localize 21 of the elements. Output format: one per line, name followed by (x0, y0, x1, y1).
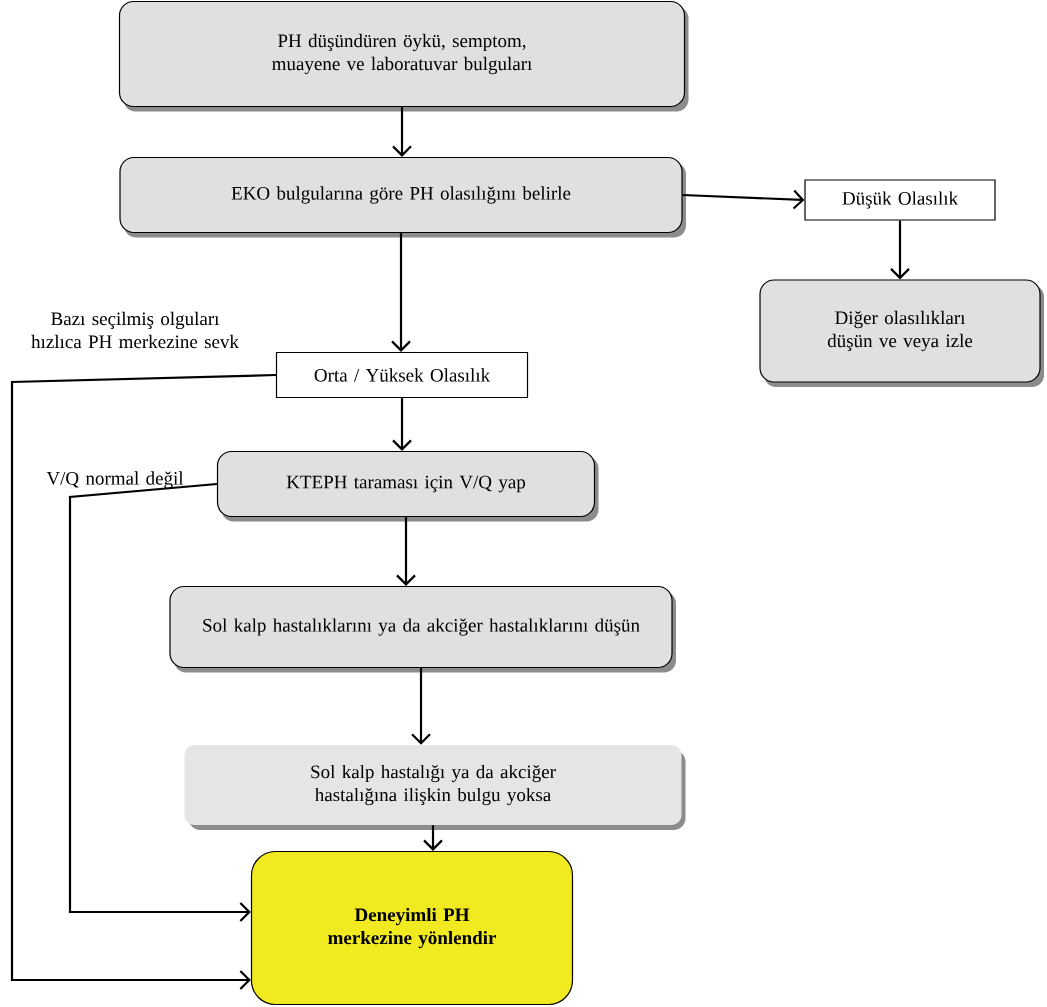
edge-label: V/Q normal değil (46, 471, 184, 489)
terminal-box: Deneyimli PH merkezine yönlendir (250, 850, 574, 1006)
process-box: Sol kalp hastalıklarını ya da akciğer hastalıklarını düşün (169, 585, 676, 673)
arrow (68, 482, 251, 922)
arrow (411, 668, 431, 745)
arrow (396, 517, 416, 586)
arrow (391, 233, 411, 352)
arrow (10, 373, 276, 990)
arrow (890, 220, 910, 280)
arrow (682, 189, 805, 210)
edge-label: Bazı seçilmiş olguları hızlıca PH merkezine sevk (31, 311, 239, 349)
process-box: PH düşündüren öykü, semptom, muayene ve laboratuvar bulguları (118, 0, 689, 112)
process-box: EKO bulgularına göre PH olasılığını belirle (119, 156, 686, 238)
result-box: Düşük Olasılık (804, 179, 996, 221)
process-box: KTEPH taraması için V/Q yap (216, 450, 599, 522)
process-box: Sol kalp hastalığı ya da akciğer hastalığına ilişkin bulgu yoksa (184, 745, 686, 830)
arrow (423, 825, 443, 851)
result-box: Orta / Yüksek Olasılık (275, 351, 529, 399)
arrow (392, 107, 412, 157)
arrow (392, 398, 412, 451)
process-box: Diğer olasılıkları düşün ve veya izle (759, 279, 1044, 387)
